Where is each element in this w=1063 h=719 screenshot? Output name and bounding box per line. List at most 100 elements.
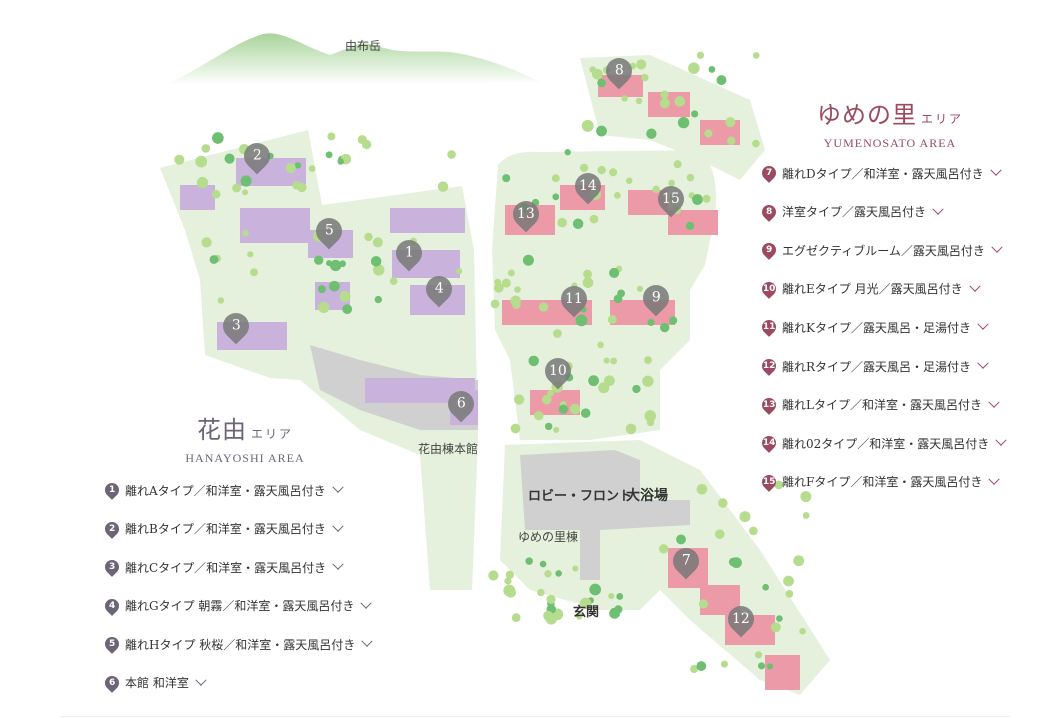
room-label: 離れBタイプ／和洋室・露天風呂付き	[125, 522, 326, 536]
tree-icon	[294, 162, 302, 169]
room-label: 離れCタイプ／和洋室・露天風呂付き	[125, 560, 327, 575]
label-hanayoshi-main: 花由棟本館	[418, 442, 479, 456]
tree-icon	[754, 651, 763, 659]
room-building	[390, 208, 465, 233]
tree-icon	[609, 168, 618, 177]
tree-icon	[551, 174, 560, 183]
chevron-down-icon[interactable]	[332, 558, 344, 570]
pin-number: 15	[762, 476, 776, 487]
tree-icon	[659, 322, 670, 333]
tree-icon	[659, 98, 670, 109]
pin-number: 1	[108, 485, 116, 496]
chevron-down-icon[interactable]	[361, 635, 373, 647]
chevron-down-icon[interactable]	[977, 318, 989, 331]
chevron-down-icon[interactable]	[991, 241, 1003, 254]
tree-icon	[696, 661, 707, 671]
tree-icon	[247, 251, 254, 258]
tree-icon	[762, 583, 769, 591]
tree-icon	[800, 491, 812, 503]
room-label: 離れDタイプ／和洋室・露天風呂付き	[782, 166, 984, 181]
map-pin-number: 15	[662, 191, 680, 208]
map-pin-number: 11	[565, 291, 583, 308]
tree-icon	[752, 52, 760, 59]
map-pin-number: 8	[614, 63, 624, 80]
tree-icon	[364, 232, 373, 242]
hanayoshi-area-title: 花由エリア HANAYOSHI AREA	[160, 410, 330, 466]
tree-icon	[240, 175, 252, 187]
chevron-down-icon[interactable]	[195, 674, 207, 686]
tree-icon	[437, 181, 449, 192]
map-pin-icon: 6	[102, 672, 122, 693]
tree-icon	[718, 498, 728, 508]
tree-icon	[211, 189, 221, 199]
tree-icon	[609, 267, 620, 278]
tree-icon	[644, 410, 657, 422]
pin-number: 8	[765, 206, 773, 217]
room-building	[180, 185, 215, 210]
tree-icon	[641, 73, 649, 82]
tree-icon	[646, 418, 655, 427]
room-item-2[interactable]: 2 離れBタイプ／和洋室・露天風呂付き	[102, 518, 344, 539]
chevron-down-icon[interactable]	[988, 473, 1000, 485]
tree-icon	[572, 565, 579, 572]
map-pin-icon: 12	[759, 356, 779, 376]
tree-icon	[327, 132, 336, 141]
tree-icon	[174, 154, 185, 165]
tree-icon	[553, 426, 560, 433]
tree-icon	[692, 194, 703, 205]
tree-icon	[308, 165, 316, 172]
map-pin-number: 5	[324, 223, 334, 240]
room-building	[240, 208, 310, 243]
tree-icon	[579, 163, 589, 173]
tree-icon	[708, 66, 716, 73]
map-pin-number: 10	[549, 363, 567, 380]
pin-number: 2	[108, 523, 116, 534]
tree-icon	[647, 318, 655, 326]
room-label: 離れHタイプ 秋桜／和洋室・露天風呂付き	[125, 637, 356, 652]
chevron-down-icon[interactable]	[332, 520, 344, 532]
chevron-down-icon[interactable]	[332, 481, 344, 493]
tree-icon	[494, 278, 502, 286]
tree-icon	[658, 544, 669, 554]
map-pin-number: 4	[434, 281, 444, 298]
pin-number: 12	[762, 361, 776, 371]
tree-icon	[616, 593, 624, 600]
map-pin-number: 7	[681, 553, 691, 570]
tree-icon	[785, 590, 794, 598]
tree-icon	[232, 183, 242, 193]
chevron-down-icon[interactable]	[977, 357, 989, 369]
chevron-down-icon[interactable]	[988, 396, 1000, 408]
chevron-down-icon[interactable]	[968, 280, 981, 292]
tree-icon	[688, 62, 700, 74]
tree-icon	[553, 329, 562, 338]
tree-icon	[539, 560, 547, 568]
tree-icon	[488, 570, 499, 581]
tree-icon	[603, 375, 615, 387]
pin-number: 11	[762, 322, 776, 333]
tree-icon	[799, 627, 806, 635]
tree-icon	[534, 410, 544, 421]
tree-icon	[510, 423, 521, 434]
chevron-down-icon[interactable]	[995, 434, 1007, 447]
chevron-down-icon[interactable]	[989, 164, 1002, 176]
chevron-down-icon[interactable]	[932, 203, 944, 215]
tree-icon	[636, 285, 644, 292]
chevron-down-icon[interactable]	[360, 597, 373, 609]
trees	[174, 51, 812, 674]
tree-icon	[704, 129, 713, 138]
tree-icon	[538, 302, 549, 312]
